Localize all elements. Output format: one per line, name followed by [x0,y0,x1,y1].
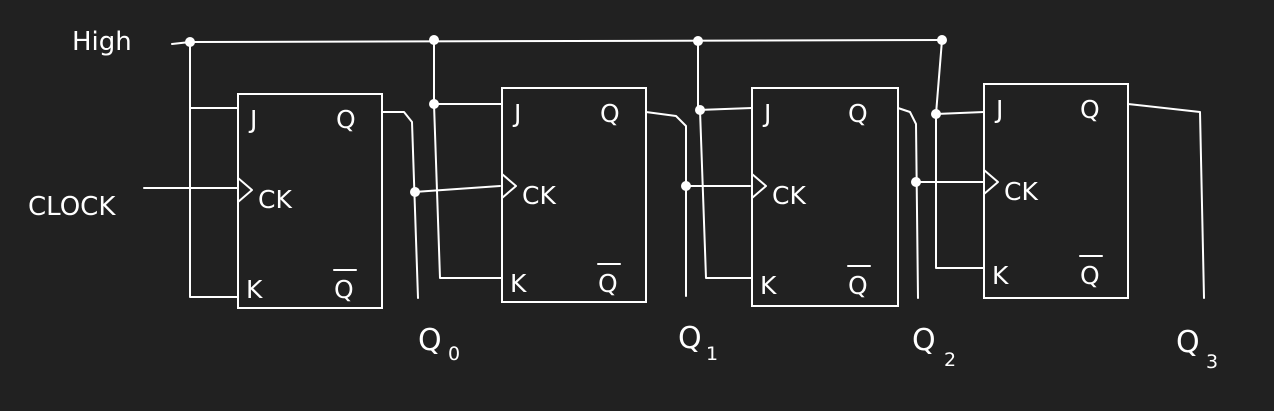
pin-qbar: Q [1080,261,1100,290]
pin-j: J [248,105,257,134]
clock-triangle-icon [983,169,999,195]
pin-k: K [510,269,527,298]
clock-triangle-icon [751,173,767,199]
output-index: 3 [1206,351,1218,373]
pin-j: J [512,99,521,128]
clock-triangle-icon [237,177,253,203]
pin-k: K [246,275,263,304]
output-label-q3: Q 3 [1176,325,1218,373]
output-label-q1: Q 1 [678,321,718,365]
high-rail [171,39,945,45]
pin-q: Q [848,99,868,128]
output-letter: Q [418,323,442,358]
pin-q: Q [600,99,620,128]
output-label-q0: Q 0 [418,323,460,365]
stage0-jk-wire [189,41,239,298]
stage3-j-wire [935,39,985,115]
stage1-j-wire [433,39,503,105]
stage1-k-wire [433,103,503,279]
pin-qbar: Q [598,269,618,298]
pin-ck: CK [522,181,556,210]
jk-flipflop-0: J Q CK K Q [237,93,383,309]
output-index: 2 [944,349,956,371]
pin-q: Q [1080,95,1100,124]
pin-qbar: Q [848,271,868,300]
junction [911,177,921,187]
pin-ck: CK [258,185,292,214]
output-label-q2: Q 2 [912,323,956,371]
junction [681,181,691,191]
output-letter: Q [912,323,936,358]
jk-flipflop-3: J Q CK K Q [983,83,1129,299]
pin-qbar: Q [334,275,354,304]
q0-output-wire [381,111,419,299]
clock-triangle-icon [501,173,517,199]
output-index: 1 [706,343,718,365]
stage2-j-wire [697,40,753,111]
jk-flipflop-2: J Q CK K Q [751,87,899,307]
junction [410,187,420,197]
q3-output-wire [1127,103,1205,299]
output-index: 0 [448,343,460,365]
q0-clock-wire [413,185,501,193]
high-label: High [72,27,132,57]
pin-j: J [994,95,1003,124]
pin-k: K [992,261,1009,290]
clock-label: CLOCK [28,192,116,222]
pin-j: J [762,99,771,128]
q2-output-wire [897,107,919,299]
output-letter: Q [678,321,702,356]
pin-k: K [760,271,777,300]
jk-flipflop-1: J Q CK K Q [501,87,647,303]
pin-ck: CK [1004,177,1038,206]
pin-q: Q [336,105,356,134]
pin-ck: CK [772,181,806,210]
stage3-k-wire [935,113,985,269]
output-letter: Q [1176,325,1200,360]
q1-output-wire [645,111,687,297]
stage2-k-wire [699,109,753,279]
